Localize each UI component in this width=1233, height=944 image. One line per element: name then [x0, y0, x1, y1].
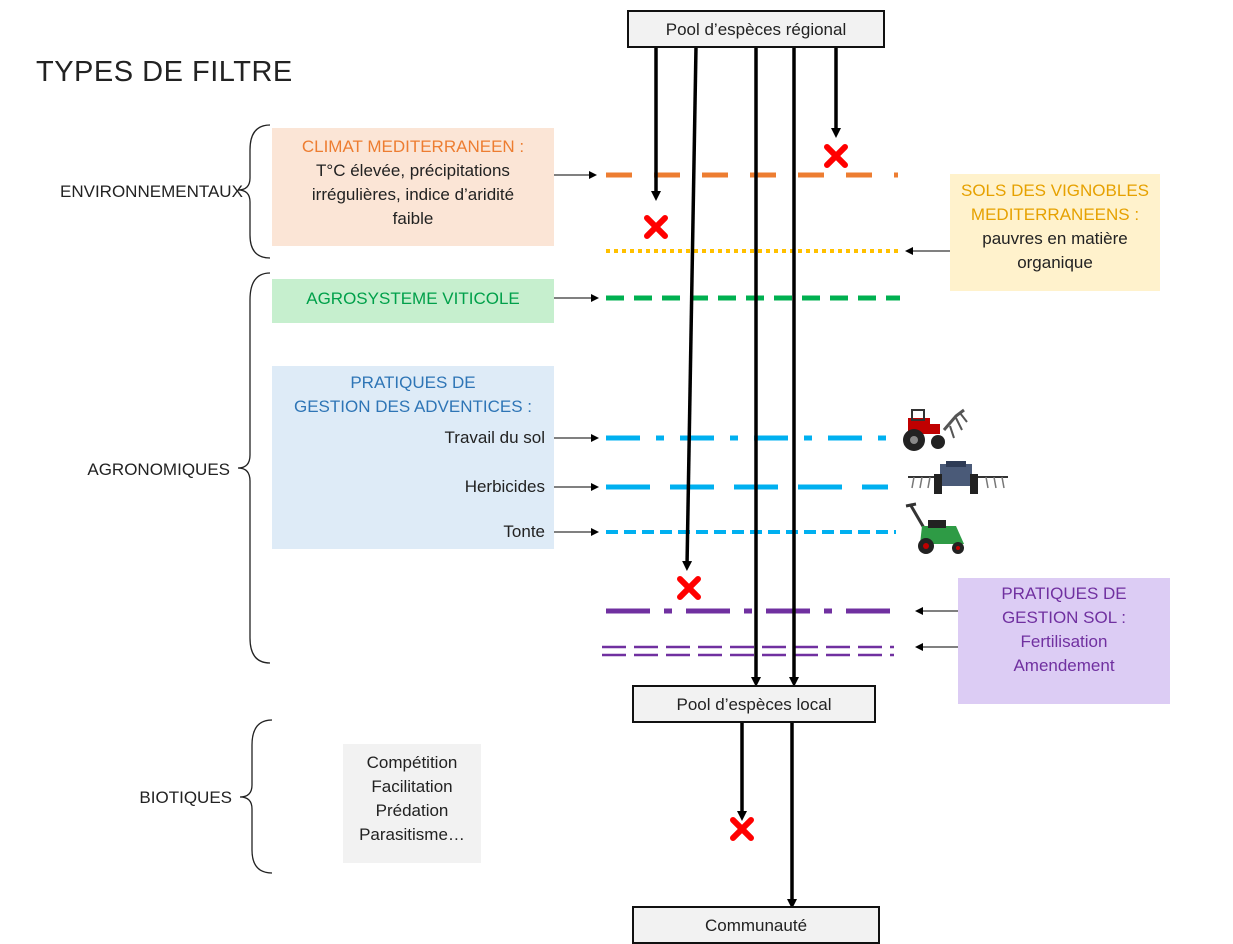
- climate-line: T°C élevée, précipitations: [316, 161, 510, 180]
- regional-pool-box: Pool d’espèces régional: [627, 10, 885, 48]
- community-box: Communauté: [632, 906, 880, 944]
- local-pool-box: Pool d’espèces local: [632, 685, 876, 723]
- weed-management-box: PRATIQUES DE GESTION DES ADVENTICES :: [272, 366, 554, 549]
- practice-mowing-label: Tonte: [503, 522, 545, 541]
- climate-line: faible: [392, 209, 434, 228]
- soils-line: organique: [1017, 253, 1093, 272]
- agrosystem-label: AGROSYSTEME VITICOLE: [306, 289, 520, 308]
- biotic-line: Parasitisme…: [359, 825, 465, 844]
- soilmgmt-line: Amendement: [1013, 656, 1115, 675]
- species-arrow-2: [682, 46, 698, 571]
- climate-line: irrégulières, indice d’aridité: [311, 185, 515, 204]
- brace-environmental: [237, 124, 271, 259]
- soils-line: pauvres en matière: [982, 229, 1128, 248]
- blocked-cross-icon: [824, 144, 848, 168]
- blocked-cross-icon: [644, 215, 668, 239]
- regional-pool-label: Pool d’espèces régional: [665, 20, 847, 39]
- category-environmental: ENVIRONNEMENTAUX: [60, 182, 243, 201]
- climate-box: CLIMAT MEDITERRANEEN : T°C élevée, préci…: [272, 128, 554, 246]
- category-biotic: BIOTIQUES: [139, 788, 232, 807]
- biotic-box: Compétition Facilitation Prédation Paras…: [343, 744, 481, 863]
- weed-heading: PRATIQUES DE: [350, 373, 476, 392]
- page-title: TYPES DE FILTRE: [36, 56, 293, 88]
- sprayer-tractor-icon: [908, 461, 1008, 494]
- soilmgmt-line: Fertilisation: [1020, 632, 1108, 651]
- brace-agronomic: [237, 272, 271, 664]
- soils-box: SOLS DES VIGNOBLES MEDITERRANEENS : pauv…: [950, 174, 1160, 291]
- soils-heading: SOLS DES VIGNOBLES: [960, 181, 1149, 200]
- blocked-cross-icon: [730, 817, 754, 841]
- climate-heading: CLIMAT MEDITERRANEEN :: [301, 137, 525, 156]
- soil-management-box: PRATIQUES DE GESTION SOL : Fertilisation…: [958, 578, 1170, 704]
- biotic-line: Facilitation: [371, 777, 453, 796]
- soilmgmt-heading: GESTION SOL :: [1001, 608, 1127, 627]
- local-pool-label: Pool d’espèces local: [676, 695, 832, 714]
- tractor-plough-icon: [903, 408, 968, 451]
- diagram-canvas: [237, 46, 958, 909]
- brace-biotic: [239, 719, 273, 874]
- weed-heading: GESTION DES ADVENTICES :: [293, 397, 533, 416]
- lawn-mower-icon: [905, 502, 964, 554]
- agrosystem-box: AGROSYSTEME VITICOLE: [272, 279, 554, 323]
- soilmgmt-heading: PRATIQUES DE: [1001, 584, 1127, 603]
- biotic-line: Prédation: [375, 801, 449, 820]
- community-label: Communauté: [704, 916, 808, 935]
- biotic-line: Compétition: [366, 753, 458, 772]
- practice-herbicides-label: Herbicides: [464, 477, 545, 496]
- practice-tillage-label: Travail du sol: [444, 428, 545, 447]
- soils-heading: MEDITERRANEENS :: [970, 205, 1140, 224]
- category-agronomic: AGRONOMIQUES: [87, 460, 230, 479]
- blocked-cross-icon: [677, 576, 701, 600]
